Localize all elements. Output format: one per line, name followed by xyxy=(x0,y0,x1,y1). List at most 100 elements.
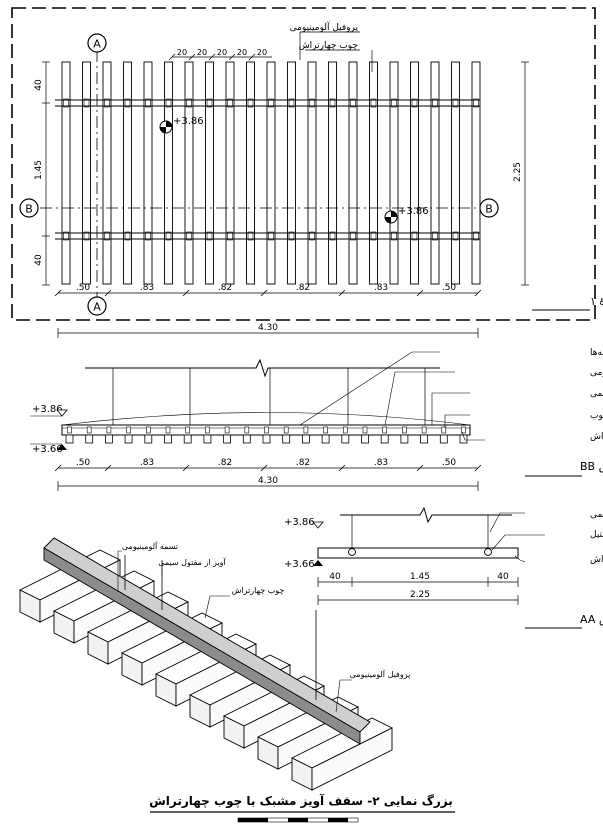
aa-dim: 40 xyxy=(497,572,509,582)
plan-steel-pipe xyxy=(165,98,172,108)
plan-spacing-label: 20 xyxy=(217,48,227,57)
plan-spacing-label: 20 xyxy=(257,48,267,57)
plan-steel-pipe xyxy=(124,231,131,241)
level-triangle xyxy=(312,521,324,529)
level-triangle xyxy=(57,444,67,450)
bb-title: برش BB xyxy=(580,460,603,473)
plan-bottom-dim: .82 xyxy=(218,283,232,293)
aa-note: آویز از مفتول سیمی xyxy=(590,508,603,520)
iso-note: چوب چهارتراش xyxy=(232,586,285,595)
bb-timber-batten xyxy=(144,434,153,444)
bb-hangers xyxy=(112,368,426,425)
plan-total-dim: 4.30 xyxy=(258,323,278,333)
plan-right-dim: 2.25 xyxy=(513,162,523,182)
grid-a-label: A xyxy=(93,301,101,314)
level-label: +3.86 xyxy=(173,116,204,127)
plan-aluminium-profiles xyxy=(55,99,480,240)
bb-steel-pipe xyxy=(402,426,407,434)
bb-steel-pipe xyxy=(323,426,328,434)
plan-timber-member xyxy=(164,61,173,285)
aa-dimension-lines xyxy=(317,577,519,605)
level-marker: +3.86 xyxy=(159,116,204,134)
plan-label-profile: پروفیل آلومینیومی xyxy=(290,21,359,33)
plan-steel-pipe xyxy=(391,98,397,108)
bb-timber-batten xyxy=(124,434,133,444)
isometric-view: تسمه آلومینیومی آویز از مفتول سیمی چوب چ… xyxy=(18,537,410,791)
plan-steel-pipe xyxy=(309,98,315,108)
plan-timber-member xyxy=(184,61,194,285)
plan-bottom-dim: .82 xyxy=(296,283,310,293)
iso-timber-blocks xyxy=(18,549,394,791)
bb-steel-pipe xyxy=(421,426,427,434)
plan-right-dimension-line xyxy=(521,61,529,286)
bb-timber-batten xyxy=(223,434,232,444)
bb-timber-batten xyxy=(105,434,113,444)
bb-timber-batten xyxy=(420,434,429,444)
grid-bubble-a-bottom: A xyxy=(87,296,107,316)
plan-timber-member xyxy=(471,61,481,285)
plan-timber-member xyxy=(410,61,419,285)
plan-timber-member xyxy=(307,61,317,285)
plan-timber-member xyxy=(205,61,214,285)
plan-steel-pipe xyxy=(63,231,69,241)
bb-galvanized-strap xyxy=(61,412,471,426)
bb-level-top: +3.86 xyxy=(32,404,63,415)
bb-timber-battens xyxy=(65,426,468,444)
plan-spacing-label: 20 xyxy=(197,48,207,57)
bb-dim: .82 xyxy=(218,458,232,468)
bb-steel-pipe xyxy=(205,426,210,434)
bb-steel-pipe xyxy=(185,426,190,434)
bb-note: پروفیل آلومینیومی xyxy=(590,366,603,378)
bb-timber-batten xyxy=(301,434,310,444)
bb-timber-batten xyxy=(262,434,271,444)
plan-steel-pipe xyxy=(186,231,192,241)
grid-bubble-a-top: A xyxy=(87,33,107,53)
bb-notes: تسمه آلومینیومی گالوانیزه جهت نگهداری لو… xyxy=(590,346,603,442)
plan-timber-grid xyxy=(61,61,481,285)
plan-steel-pipe xyxy=(329,98,336,108)
level-triangle xyxy=(313,560,323,566)
plan-steel-pipe xyxy=(124,98,131,108)
plan-steel-pipe xyxy=(206,98,213,108)
plan-bottom-dim: .83 xyxy=(140,283,154,293)
plan-timber-member xyxy=(246,61,255,285)
level-label: +3.86 xyxy=(398,206,429,217)
plan-steel-pipe xyxy=(145,231,151,241)
plan-steel-pipe xyxy=(473,231,479,241)
plan-timber-member xyxy=(328,61,337,285)
bb-dim: .82 xyxy=(296,458,310,468)
bb-steel-pipe xyxy=(362,426,368,434)
bb-steel-pipe xyxy=(303,426,309,434)
bb-timber-batten xyxy=(282,434,291,444)
plan-steel-pipe xyxy=(288,98,295,108)
bb-timber-batten xyxy=(439,434,448,444)
bb-timber-batten xyxy=(400,434,409,444)
plan-timber-member xyxy=(102,61,112,285)
bb-dim: .83 xyxy=(374,458,388,468)
bb-note: چوب چهارتراش xyxy=(590,432,603,442)
plan-steel-pipe xyxy=(104,231,110,241)
plan-steel-pipe xyxy=(63,98,69,108)
plan-steel-pipe xyxy=(247,231,254,241)
plan-steel-pipe xyxy=(370,231,377,241)
plan-timber-member xyxy=(430,61,440,285)
plan-timber-member xyxy=(225,61,235,285)
aa-note-leaders xyxy=(489,512,545,563)
bb-steel-pipe xyxy=(342,426,348,434)
bb-timber-batten xyxy=(341,434,350,444)
plan-steel-pipe xyxy=(350,231,356,241)
plan-bottom-dim: .50 xyxy=(76,283,91,293)
plan-steel-pipe xyxy=(145,98,151,108)
bb-timber-batten xyxy=(380,434,389,444)
plan-steel-pipe xyxy=(452,231,459,241)
plan-left-dim: 1.45 xyxy=(34,160,44,180)
plan-title: پلان شمارهٔ ۱ xyxy=(590,295,603,308)
plan-steel-pipe xyxy=(391,231,397,241)
plan-timber-member xyxy=(389,61,399,285)
plan-bottom-dim: .83 xyxy=(374,283,388,293)
bb-timber-batten xyxy=(203,434,212,444)
bb-timber-batten xyxy=(183,434,192,444)
bb-timber-batten xyxy=(164,434,172,444)
level-triangle xyxy=(56,409,68,417)
